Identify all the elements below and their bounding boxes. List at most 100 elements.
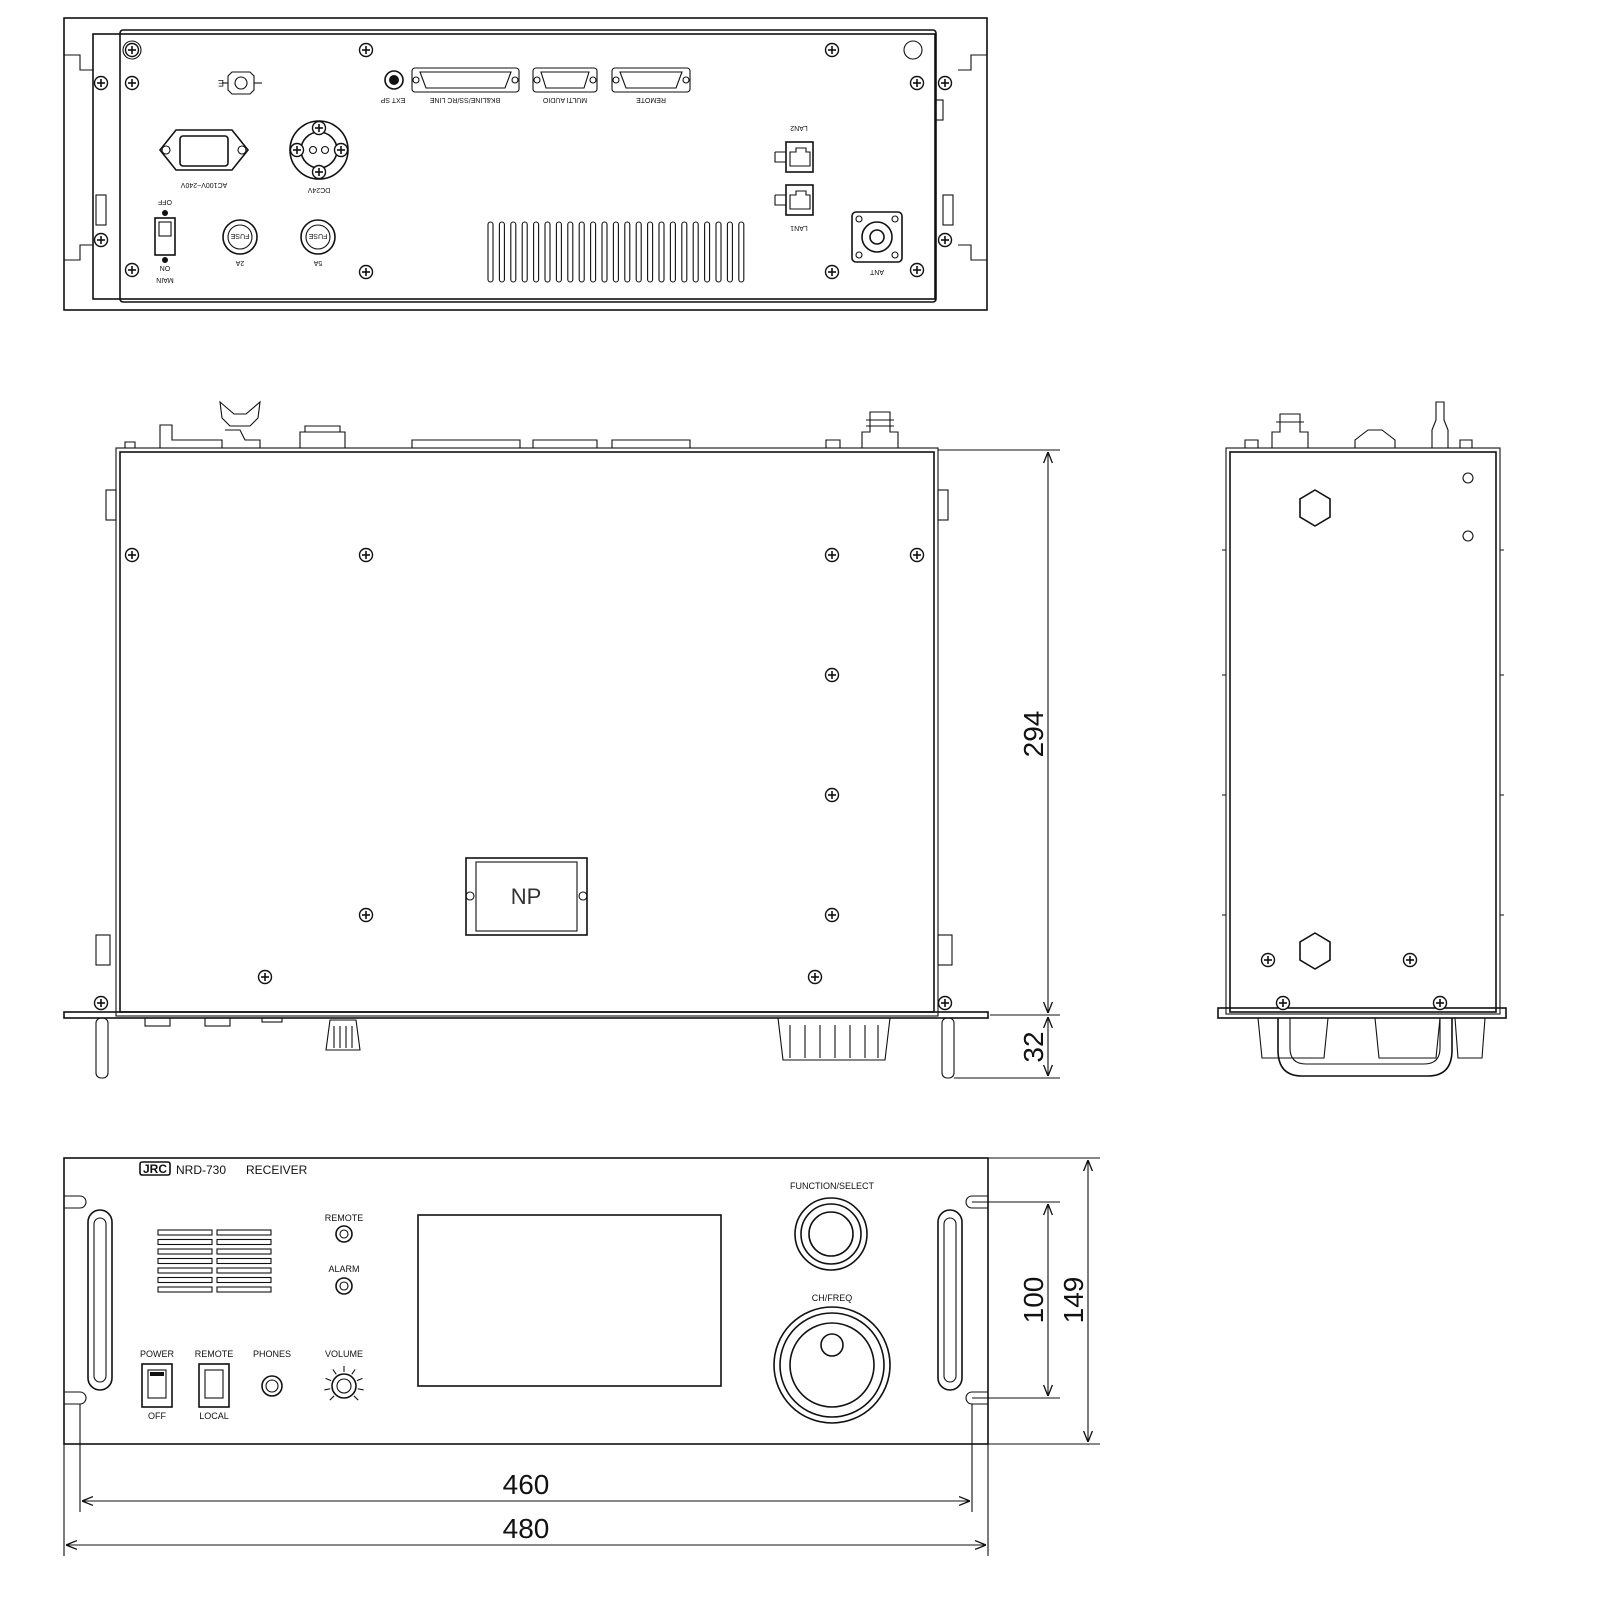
remote-connector-label: REMOTE [636,96,666,103]
remote-connector: REMOTE [611,67,691,103]
main-off-label: OFF [158,198,172,205]
ground-terminal: E [218,71,262,95]
line-connector: BK&LINE/SS/RC LINE [411,67,520,103]
dim-protrusion: 32 [1018,1031,1049,1062]
grille-slot [157,1257,213,1265]
power-off-label: OFF [148,1411,166,1421]
dc24v-connector: DC24V [289,120,349,193]
dim-panel-height-inner: 100 [1018,1277,1049,1324]
front-panel-outline [63,1157,989,1445]
grille-slot [157,1229,213,1236]
vent-slot [601,221,608,283]
grille-slot [157,1248,213,1255]
vent-slot [590,221,597,283]
lcd-display [417,1214,722,1387]
ant-connector: ANT [851,211,903,275]
dimension-lines: 294 32 100 149 460 480 [63,449,1100,1556]
ext-sp-jack: EXT SP [380,70,405,103]
fuse-2a: FUSE 2A [222,219,258,266]
lan2-label: LAN2 [790,124,808,131]
rear-panel-outline [63,17,988,311]
power-label: POWER [140,1349,175,1359]
grille-slot [157,1286,213,1293]
ch-freq-knob [773,1306,891,1424]
alarm-led [335,1277,353,1295]
grille-slot [216,1238,272,1246]
vent-slot [555,221,562,283]
volume-label: VOLUME [325,1349,363,1359]
brand-logo-box [139,1161,171,1176]
volume-tick [325,1377,332,1382]
fuse-5a: FUSE 5A [300,219,336,266]
side-view [1217,401,1507,1077]
vent-slot [738,221,745,283]
ch-freq-label: CH/FREQ [812,1293,853,1303]
vent-slot [669,221,676,283]
function-select-knob [794,1197,868,1271]
grille-slot [216,1286,272,1293]
vent-slot [635,221,642,283]
main-label: MAIN [156,276,174,283]
volume-tick [329,1395,335,1401]
multi-audio-connector: MULTI AUDIO [532,67,598,103]
grille-slot [216,1257,272,1265]
multi-audio-label: MULTI AUDIO [542,96,587,103]
product-name: RECEIVER [246,1163,308,1177]
front-handle-right [937,1209,963,1391]
remote-local-switch [198,1363,230,1408]
front-handle-left [87,1209,113,1391]
volume-tick [351,1369,356,1375]
top-view: NP [63,400,989,1079]
front-view: JRC NRD-730 RECEIVER REMOTE ALARM POWER … [63,1157,989,1445]
vent-slot [578,221,585,283]
grille-slot [157,1267,213,1274]
rear-vent-slots [487,221,745,283]
remote-led-label: REMOTE [325,1213,364,1223]
volume-tick [356,1377,363,1382]
rear-panel-view: E EXT SP BK&LINE/SS/RC LINE MULTI AUDIO [63,17,988,311]
vent-slot [510,221,517,283]
fuse-2a-label: 2A [235,259,244,266]
volume-tick [332,1369,337,1375]
vent-slot [692,221,699,283]
volume-tick [357,1388,364,1391]
vent-slot [533,221,540,283]
vent-slot [658,221,665,283]
grille-slot [216,1248,272,1255]
vent-slot [681,221,688,283]
volume-tick [353,1395,359,1401]
grille-slot [216,1267,272,1274]
dim-panel-width: 480 [503,1513,550,1544]
side-view-outline [1229,451,1497,1013]
dc-label: DC24V [307,186,330,193]
ac-label: AC100V~240V [180,181,227,188]
lan2-port: LAN2 [774,124,814,173]
ant-label: ANT [869,268,884,275]
vent-slot [521,221,528,283]
dim-panel-height: 149 [1058,1277,1089,1324]
main-switch: OFF ON MAIN [154,198,176,283]
lan1-port: LAN1 [774,184,814,231]
speaker-grille [157,1229,272,1293]
fuse-5a-text: FUSE [308,232,327,239]
brand-logo: JRC [143,1162,167,1176]
volume-knob [324,1366,364,1401]
vent-slot [498,221,505,283]
grille-slot [216,1276,272,1284]
ground-label: E [218,78,224,88]
grille-slot [216,1229,272,1236]
vent-slot [715,221,722,283]
vent-slot [544,221,551,283]
volume-tick [324,1388,331,1391]
vent-slot [704,221,711,283]
nameplate-label: NP [511,884,542,909]
function-select-label: FUNCTION/SELECT [790,1181,875,1191]
vent-slot [624,221,631,283]
vent-slot [612,221,619,283]
main-on-label: ON [160,264,171,271]
hex-nut-bottom [1299,932,1331,970]
phones-label: PHONES [253,1349,291,1359]
phones-jack [261,1375,283,1397]
grille-slot [157,1276,213,1284]
